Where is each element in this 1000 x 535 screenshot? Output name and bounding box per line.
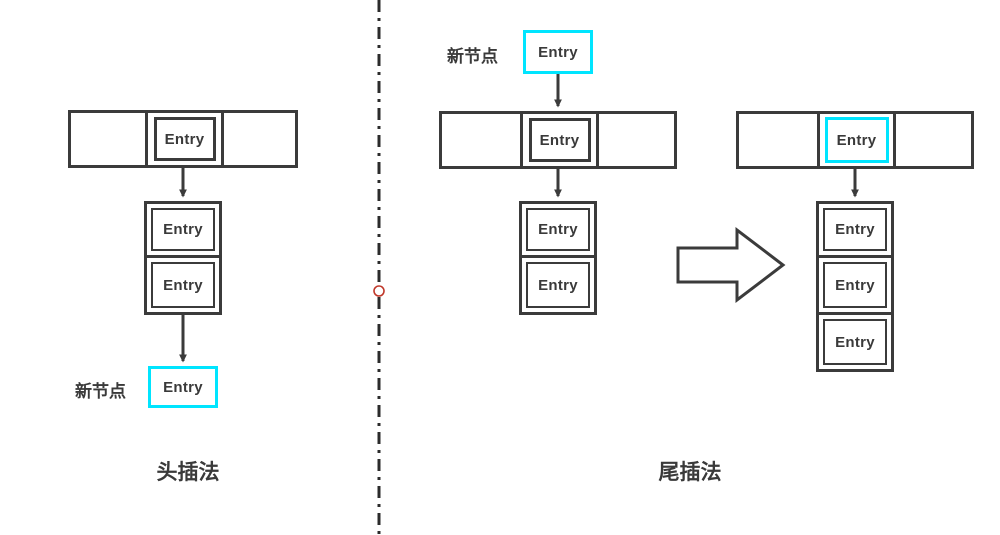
right-after-chain-node-0-label: Entry: [823, 208, 887, 251]
right-after-chain-node-0: Entry: [816, 201, 894, 258]
left-chain-node-0-label: Entry: [151, 208, 215, 251]
right-before-bucket-cell-0: [442, 114, 520, 166]
left-panel-caption: 头插法: [156, 461, 220, 484]
left-bucket-cell-1: Entry: [145, 113, 221, 165]
left-new-node-label: 新节点: [75, 382, 126, 401]
right-before-chain: Entry Entry: [519, 201, 597, 315]
left-bucket-cell-2: [221, 113, 295, 165]
left-bucket-entry: Entry: [153, 117, 216, 161]
right-after-chain-node-2: Entry: [816, 315, 894, 372]
left-bucket-row: Entry: [68, 110, 298, 168]
right-after-bucket-cell-0: [739, 114, 817, 166]
right-after-bucket-cell-1: Entry: [817, 114, 893, 166]
left-chain-node-1: Entry: [144, 258, 222, 315]
right-before-bucket-cell-1: Entry: [520, 114, 596, 166]
divider-rotation-handle[interactable]: [373, 285, 385, 297]
right-before-bucket-cell-2: [596, 114, 674, 166]
right-before-chain-node-0: Entry: [519, 201, 597, 258]
right-after-chain: Entry Entry Entry: [816, 201, 894, 372]
right-panel-caption: 尾插法: [658, 461, 722, 484]
right-before-chain-node-1: Entry: [519, 258, 597, 315]
right-before-chain-node-0-label: Entry: [526, 208, 590, 251]
right-after-bucket-row: Entry: [736, 111, 974, 169]
left-new-node: Entry: [148, 366, 218, 408]
transform-block-arrow-icon: [676, 226, 786, 304]
right-new-node: Entry: [523, 30, 593, 74]
right-before-bucket-entry: Entry: [528, 118, 591, 162]
right-new-node-label: 新节点: [447, 47, 498, 66]
right-after-chain-node-1: Entry: [816, 258, 894, 315]
right-after-chain-node-1-label: Entry: [823, 262, 887, 308]
left-chain: Entry Entry: [144, 201, 222, 315]
right-before-chain-node-1-label: Entry: [526, 262, 590, 308]
right-after-bucket-cell-2: [893, 114, 971, 166]
right-after-bucket-entry-highlighted: Entry: [824, 117, 889, 163]
left-chain-node-1-label: Entry: [151, 262, 215, 308]
left-bucket-cell-0: [71, 113, 145, 165]
left-chain-node-0: Entry: [144, 201, 222, 258]
right-after-chain-node-2-label: Entry: [823, 319, 887, 365]
right-before-bucket-row: Entry: [439, 111, 677, 169]
